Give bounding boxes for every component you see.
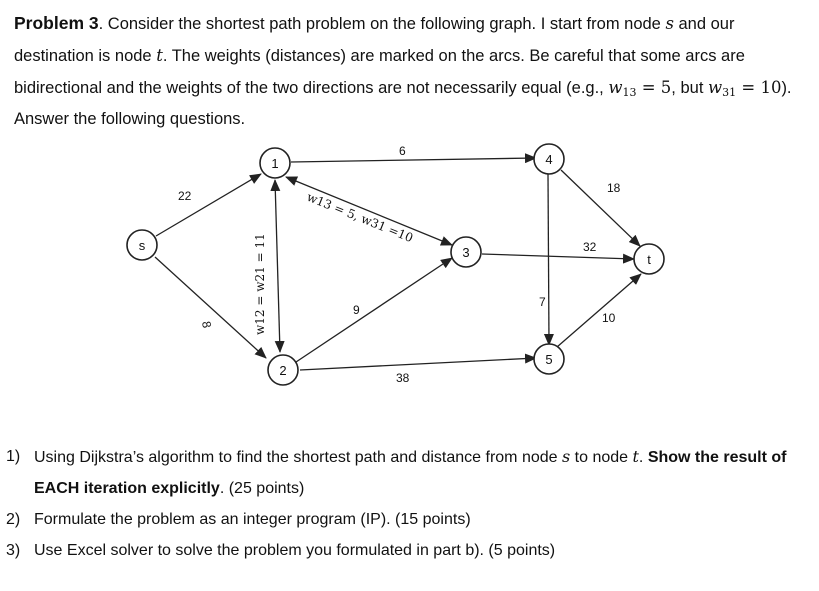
- node-4-circle: [533, 143, 565, 175]
- node-1-circle: [259, 147, 291, 179]
- question-1: 1) Using Dijkstra’s algorithm to find the…: [6, 441, 806, 504]
- node-s-circle: [126, 229, 158, 261]
- edge-s-1: [155, 173, 262, 237]
- edge-label-s-2: 8: [199, 320, 214, 329]
- example-w31: w31 = 10: [708, 78, 782, 99]
- question-2: 2) Formulate the problem as an integer pr…: [6, 504, 806, 535]
- problem-text-1: . Consider the shortest path problem on …: [98, 15, 666, 33]
- question-2-number: 2): [6, 511, 21, 528]
- question-1-text-c: .: [638, 449, 648, 466]
- edge-2-3: [295, 257, 453, 363]
- edge-s-2: [154, 256, 267, 359]
- edge-label-2-3: 9: [353, 303, 360, 317]
- question-1-var-s: s: [561, 447, 571, 466]
- node-4-label: 4: [545, 152, 552, 167]
- node-5-label: 5: [545, 352, 552, 367]
- question-1-number: 1): [6, 448, 21, 465]
- edge-label-1-3: w13 = 5, w31 =10: [305, 190, 415, 245]
- question-1-var-t: t: [632, 447, 639, 466]
- question-1-text-a: Using Dijkstra’s algorithm to find the s…: [34, 449, 562, 466]
- edge-1-2: [270, 179, 285, 353]
- edge-label-2-5: 38: [396, 371, 410, 385]
- problem-text-2: and our destination is node: [14, 15, 735, 65]
- problem-text-4: , but: [671, 79, 708, 97]
- edge-4-t: [560, 169, 641, 247]
- node-1-label: 1: [271, 156, 278, 171]
- node-2-circle: [267, 354, 299, 386]
- question-1-text-d: . (25 points): [219, 480, 305, 497]
- node-s-label: s: [139, 238, 146, 253]
- edge-3-t: [481, 253, 635, 264]
- question-3: 3) Use Excel solver to solve the problem …: [6, 535, 806, 566]
- edge-1-4: [290, 153, 537, 164]
- edge-2-5: [299, 353, 537, 371]
- problem-text-3: . The weights (distances) are marked on …: [14, 47, 745, 97]
- edge-label-5-t: 10: [602, 311, 616, 325]
- questions-list: 1) Using Dijkstra’s algorithm to find the…: [6, 441, 806, 566]
- question-2-text: Formulate the problem as an integer prog…: [34, 511, 471, 528]
- node-3-label: 3: [462, 245, 469, 260]
- question-3-text: Use Excel solver to solve the problem yo…: [34, 542, 556, 559]
- edge-label-s-1: 22: [178, 189, 192, 203]
- problem-statement: Problem 3. Consider the shortest path pr…: [14, 8, 809, 135]
- node-3-circle: [450, 236, 482, 268]
- question-3-number: 3): [6, 542, 21, 559]
- var-s: s: [665, 14, 674, 33]
- edge-label-4-5: 7: [539, 295, 546, 309]
- node-t-circle: [633, 243, 665, 275]
- problem-text-5: ). Answer the following questions.: [14, 79, 792, 128]
- node-t-label: t: [647, 252, 651, 267]
- example-w13: w13 = 5: [608, 78, 672, 99]
- edge-label-4-t: 18: [607, 181, 621, 195]
- node-5-circle: [533, 343, 565, 375]
- question-1-text-b: to node: [570, 449, 633, 466]
- edge-5-t: [556, 273, 642, 348]
- edge-label-1-4: 6: [399, 144, 406, 158]
- edge-4-5: [543, 173, 554, 346]
- edge-label-1-2: w12 = w21 = 11: [253, 233, 267, 335]
- problem-heading: Problem 3: [14, 13, 99, 33]
- node-2-label: 2: [279, 363, 286, 378]
- var-t: t: [156, 46, 163, 65]
- edge-1-3: [285, 176, 453, 246]
- question-1-bold: Show the result of EACH iteration explic…: [34, 449, 787, 497]
- edge-label-3-t: 32: [583, 240, 597, 254]
